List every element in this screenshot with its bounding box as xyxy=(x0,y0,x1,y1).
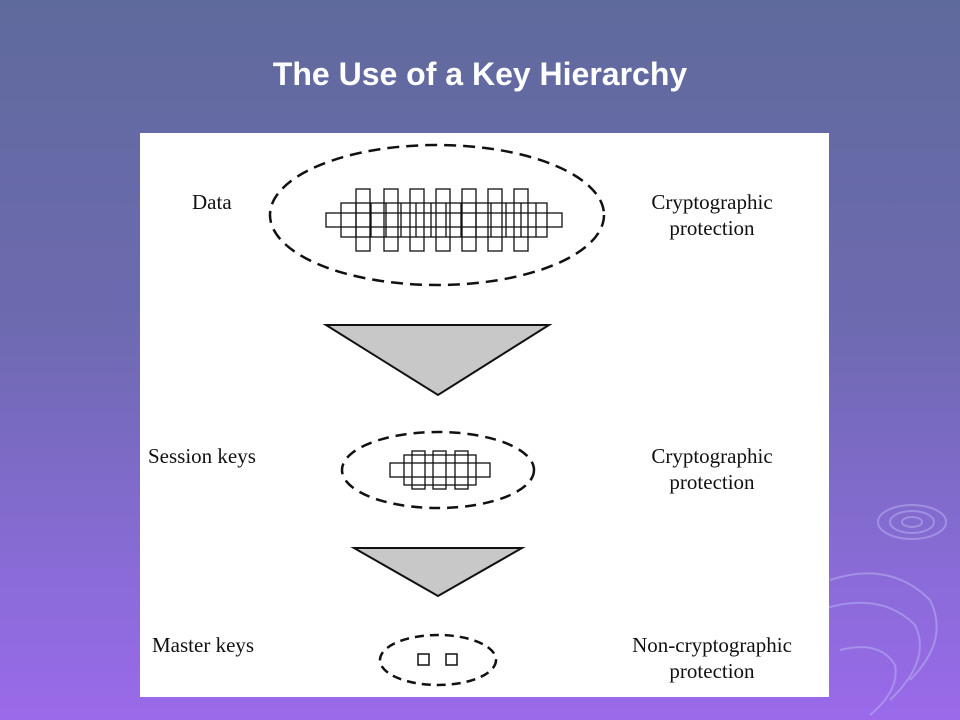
level-label-data: Data xyxy=(192,190,232,214)
swirl-decoration xyxy=(820,504,947,716)
lower-triangle xyxy=(350,547,526,598)
protection-line1: Non-cryptographic xyxy=(632,633,792,657)
key-hierarchy-diagram: Data Session keys Master keys Cryptograp… xyxy=(140,133,829,697)
protection-line1: Cryptographic xyxy=(651,444,773,468)
data-blocks-grid xyxy=(325,188,563,252)
protection-label-master-keys: Non-cryptographic protection xyxy=(600,632,824,684)
protection-label-session-keys: Cryptographic protection xyxy=(627,443,797,495)
slide-title: The Use of a Key Hierarchy xyxy=(272,56,688,92)
level-label-session-keys: Session keys xyxy=(148,444,256,468)
session-keys-blocks xyxy=(389,450,491,490)
diagram-graphics xyxy=(268,143,606,687)
upper-triangle xyxy=(322,324,553,397)
level-label-master-keys: Master keys xyxy=(152,633,255,657)
session-keys-ellipse xyxy=(340,430,536,510)
master-keys-blocks xyxy=(417,653,458,666)
data-ellipse xyxy=(268,143,606,287)
protection-label-data: Cryptographic protection xyxy=(627,189,797,241)
protection-line1: Cryptographic xyxy=(651,190,773,214)
master-keys-ellipse xyxy=(378,633,498,687)
protection-line2: protection xyxy=(669,659,755,683)
protection-line2: protection xyxy=(669,216,755,240)
protection-line2: protection xyxy=(669,470,755,494)
